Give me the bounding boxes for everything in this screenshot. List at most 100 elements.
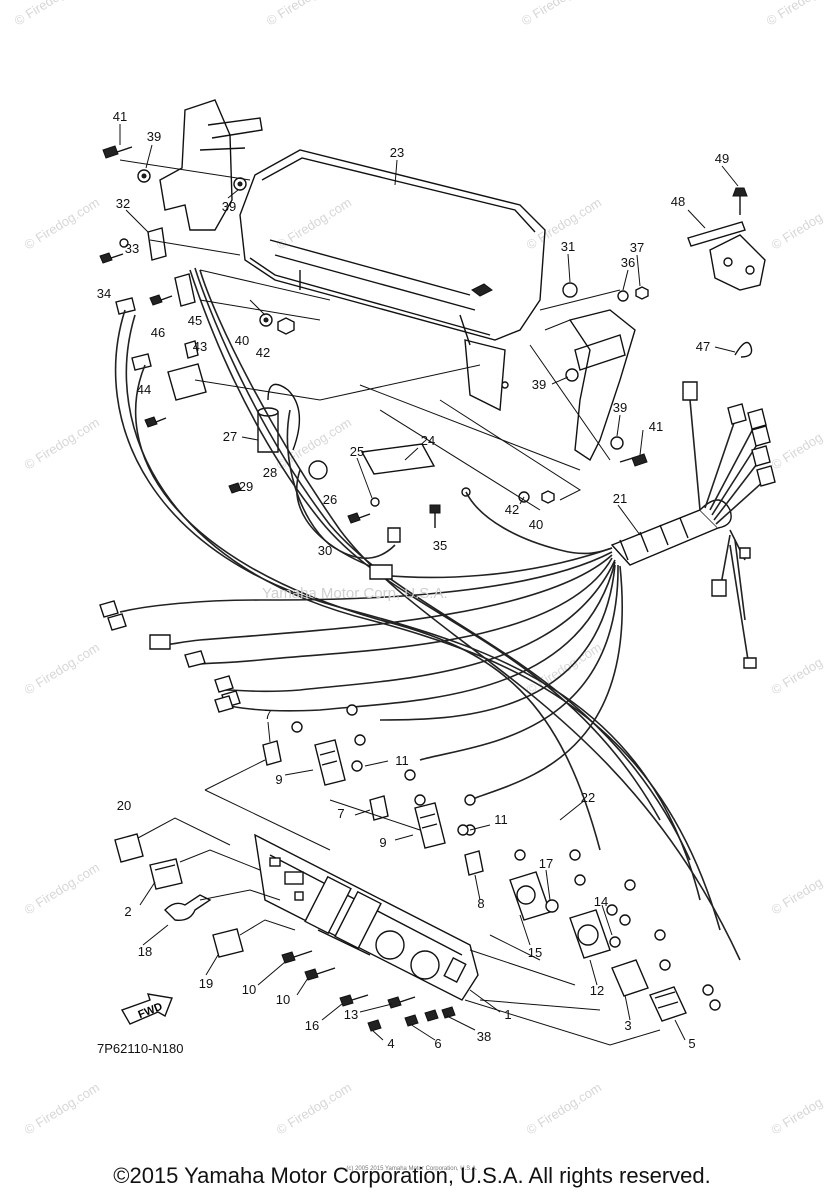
callout-41: 41 bbox=[113, 109, 127, 124]
watermark: © Firedog.com bbox=[12, 0, 92, 29]
callout-12: 12 bbox=[590, 983, 604, 998]
left-connectors bbox=[99, 600, 241, 713]
watermark: © Firedog.com bbox=[22, 1080, 102, 1138]
callout-39: 39 bbox=[532, 377, 546, 392]
callout-3: 3 bbox=[624, 1018, 631, 1033]
watermark: © Firedog.com bbox=[764, 0, 824, 29]
callout-42: 42 bbox=[256, 345, 270, 360]
callout-1: 1 bbox=[504, 1007, 511, 1022]
panel-screws bbox=[281, 950, 456, 1032]
callout-5: 5 bbox=[688, 1036, 695, 1051]
callout-13: 13 bbox=[344, 1007, 358, 1022]
callout-43: 43 bbox=[193, 339, 207, 354]
callout-40: 40 bbox=[529, 517, 543, 532]
callout-31: 31 bbox=[561, 239, 575, 254]
footer-small-print: (c) 2005 2015 Yamaha Motor Corporation, … bbox=[346, 1166, 478, 1172]
callout-34: 34 bbox=[97, 286, 111, 301]
console-cover bbox=[239, 149, 546, 412]
callout-23: 23 bbox=[390, 145, 404, 160]
fasteners-top bbox=[99, 145, 649, 528]
callout-42: 42 bbox=[505, 502, 519, 517]
callout-45: 45 bbox=[188, 313, 202, 328]
callout-22: 22 bbox=[581, 790, 595, 805]
watermark: © Firedog.com bbox=[22, 415, 102, 473]
callout-41: 41 bbox=[649, 419, 663, 434]
callout-16: 16 bbox=[305, 1018, 319, 1033]
front-panel bbox=[254, 833, 479, 1001]
bracket-48 bbox=[687, 187, 766, 291]
watermark: © Firedog.com bbox=[524, 640, 604, 698]
callout-30: 30 bbox=[318, 543, 332, 558]
loose-components bbox=[114, 817, 296, 958]
callout-9: 9 bbox=[379, 835, 386, 850]
watermark: © Firedog.com bbox=[769, 195, 824, 253]
callout-9: 9 bbox=[275, 772, 282, 787]
clip-47 bbox=[734, 341, 753, 358]
mounting-bracket-left bbox=[159, 99, 263, 231]
callout-25: 25 bbox=[350, 444, 364, 459]
callout-37: 37 bbox=[630, 240, 644, 255]
callout-33: 33 bbox=[125, 241, 139, 256]
callout-49: 49 bbox=[715, 151, 729, 166]
callout-32: 32 bbox=[116, 196, 130, 211]
callout-39: 39 bbox=[147, 129, 161, 144]
callout-7: 7 bbox=[264, 707, 271, 722]
callout-29: 29 bbox=[239, 479, 253, 494]
main-harness bbox=[114, 267, 776, 961]
leader-lines bbox=[119, 124, 739, 1041]
watermark: © Firedog.com bbox=[22, 860, 102, 918]
callout-21: 21 bbox=[613, 491, 627, 506]
callout-48: 48 bbox=[671, 194, 685, 209]
footer-copyright: ©2015 Yamaha Motor Corporation, U.S.A. A… bbox=[113, 1163, 711, 1188]
callout-14: 14 bbox=[594, 894, 608, 909]
callout-40: 40 bbox=[235, 333, 249, 348]
callout-17: 17 bbox=[539, 856, 553, 871]
fwd-arrow: FWD bbox=[120, 993, 173, 1025]
callout-38: 38 bbox=[477, 1029, 491, 1044]
callout-4: 4 bbox=[387, 1036, 394, 1051]
callout-39: 39 bbox=[613, 400, 627, 415]
callout-26: 26 bbox=[323, 492, 337, 507]
center-watermark: Yamaha Motor Corp, U.S.A. bbox=[262, 585, 448, 602]
callout-6: 6 bbox=[434, 1036, 441, 1051]
watermark: © Firedog.com bbox=[769, 640, 824, 698]
callout-2: 2 bbox=[124, 904, 131, 919]
callout-24: 24 bbox=[421, 433, 435, 448]
watermark: © Firedog.com bbox=[264, 0, 344, 29]
callout-10: 10 bbox=[242, 982, 256, 997]
callout-47: 47 bbox=[696, 339, 710, 354]
callout-35: 35 bbox=[433, 538, 447, 553]
switch-assemblies bbox=[204, 739, 484, 876]
callout-15: 15 bbox=[528, 945, 542, 960]
watermark: © Firedog.com bbox=[769, 860, 824, 918]
watermark: © Firedog.com bbox=[22, 640, 102, 698]
drawing-code: 7P62110-N180 bbox=[97, 1041, 184, 1056]
callout-7: 7 bbox=[337, 806, 344, 821]
relay-modules bbox=[115, 227, 436, 480]
mounting-bracket-right bbox=[568, 309, 636, 462]
callout-39: 39 bbox=[222, 199, 236, 214]
watermark: © Firedog.com bbox=[769, 1080, 824, 1138]
receptacles bbox=[509, 871, 687, 1022]
callout-8: 8 bbox=[477, 896, 484, 911]
callout-28: 28 bbox=[263, 465, 277, 480]
callout-18: 18 bbox=[138, 944, 152, 959]
callout-19: 19 bbox=[199, 976, 213, 991]
callout-10: 10 bbox=[276, 992, 290, 1007]
watermark: © Firedog.com bbox=[22, 195, 102, 253]
callout-20: 20 bbox=[117, 798, 131, 813]
watermark: © Firedog.com bbox=[769, 415, 824, 473]
callout-44: 44 bbox=[137, 382, 151, 397]
watermark: © Firedog.com bbox=[274, 1080, 354, 1138]
assembly-lines bbox=[119, 159, 661, 1046]
callout-labels: 41 39 39 23 49 48 32 33 34 31 36 37 46 4… bbox=[97, 109, 729, 1051]
callout-46: 46 bbox=[151, 325, 165, 340]
callout-11: 11 bbox=[395, 753, 409, 768]
watermark: © Firedog.com bbox=[524, 1080, 604, 1138]
callout-11: 11 bbox=[494, 812, 508, 827]
callout-27: 27 bbox=[223, 429, 237, 444]
ring-terminals bbox=[291, 704, 721, 1011]
watermark: © Firedog.com bbox=[519, 0, 599, 29]
callout-36: 36 bbox=[621, 255, 635, 270]
